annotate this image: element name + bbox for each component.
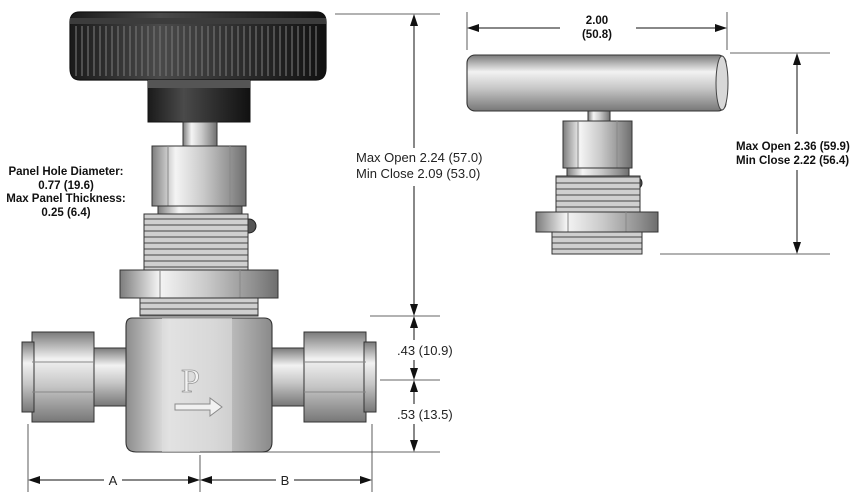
right-tube-fitting xyxy=(271,331,377,423)
right-height-close: Min Close 2.22 (56.4) xyxy=(736,155,849,167)
flow-arrow-icon xyxy=(174,397,223,417)
panel-thickness-value: 0.25 (6.4) xyxy=(41,207,90,219)
width-mm: (50.8) xyxy=(582,29,612,41)
right-height-dimension: Max Open 2.36 (59.9) Min Close 2.22 (56.… xyxy=(660,52,850,255)
left-tube-fitting xyxy=(21,331,127,423)
knob-handle xyxy=(69,11,327,123)
ab-dimensions: A B xyxy=(27,424,373,492)
t-handle-hex-nut xyxy=(562,120,633,169)
width-inches: 2.00 xyxy=(586,15,608,27)
right-height-open: Max Open 2.36 (59.9) xyxy=(736,141,850,153)
lower-dimension: .53 (13.5) xyxy=(397,407,453,422)
valve-body: P xyxy=(125,317,273,453)
threaded-bonnet xyxy=(143,213,249,271)
logo-mark: P xyxy=(181,363,200,400)
left-height-dimension: Max Open 2.24 (57.0) Min Close 2.09 (53.… xyxy=(335,13,482,317)
panel-hole-value: 0.77 (19.6) xyxy=(38,180,94,192)
body-centerline-dimensions: .43 (10.9) .53 (13.5) xyxy=(200,316,453,453)
dimension-b: B xyxy=(281,473,290,488)
t-handle-panel-nut xyxy=(535,211,659,233)
left-height-open: Max Open 2.24 (57.0) xyxy=(356,150,482,165)
panel-nut xyxy=(119,269,279,317)
valve-stem xyxy=(182,121,218,147)
right-valve xyxy=(466,54,729,255)
bonnet-hex-nut xyxy=(151,145,247,215)
upper-dimension: .43 (10.9) xyxy=(397,343,453,358)
left-valve: P xyxy=(21,11,377,453)
panel-hole-label: Panel Hole Diameter: xyxy=(8,166,123,178)
left-height-close: Min Close 2.09 (53.0) xyxy=(356,166,480,181)
panel-spec-labels: Panel Hole Diameter: 0.77 (19.6) Max Pan… xyxy=(6,166,126,219)
t-handle-bar xyxy=(466,54,727,112)
t-handle-threads xyxy=(555,175,641,213)
panel-thickness-label: Max Panel Thickness: xyxy=(6,193,126,205)
right-width-dimension: 2.00 (50.8) xyxy=(466,12,728,50)
dimension-a: A xyxy=(109,473,118,488)
